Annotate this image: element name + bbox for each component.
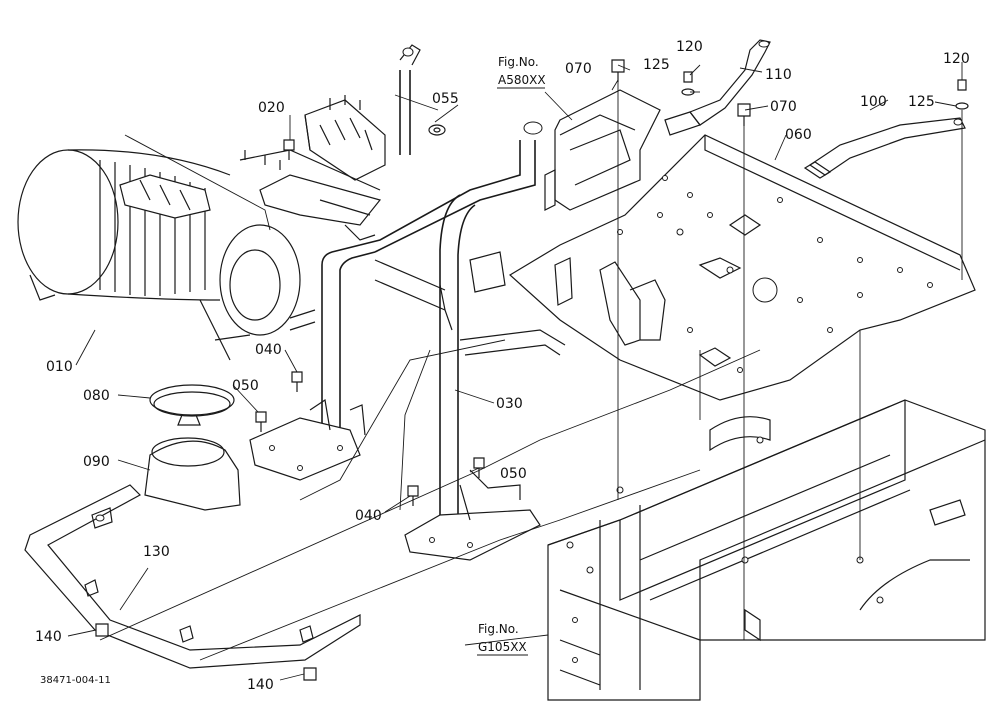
air-cleaner-010: [17, 149, 301, 361]
mount-bracket: [239, 95, 386, 241]
label-060: 060: [785, 127, 812, 143]
cover-130: [24, 484, 361, 669]
fig-ref-a580-line1: Fig.No.: [498, 55, 539, 69]
label-125-left: 125: [643, 57, 670, 73]
stay-110: [664, 39, 771, 136]
hose-090: [144, 437, 241, 511]
part-labels: 010 020 030 040 040 050 050 055 060 070 …: [35, 39, 970, 693]
stay-100: [803, 117, 966, 179]
label-055: 055: [432, 91, 459, 107]
label-110: 110: [765, 67, 792, 83]
label-010: 010: [46, 359, 73, 375]
leader-lines: [67, 62, 963, 681]
drawing-number: 38471-004-11: [40, 675, 111, 686]
tractor-frame: [547, 399, 986, 701]
fig-ref-g105-line1: Fig.No.: [478, 622, 519, 636]
floor-plate-060: [508, 134, 976, 401]
fig-ref-g105-line2: G105XX: [478, 640, 527, 654]
hose-clamp-080: [149, 384, 235, 426]
foot-plates: [249, 398, 541, 561]
label-020: 020: [258, 100, 285, 116]
label-140-right: 140: [247, 677, 274, 693]
label-140-left: 140: [35, 629, 62, 645]
label-090: 090: [83, 454, 110, 470]
frame-030: [289, 44, 566, 525]
label-070-left: 070: [565, 61, 592, 77]
label-120-left: 120: [676, 39, 703, 55]
label-080: 080: [83, 388, 110, 404]
fasteners: [95, 124, 485, 681]
bolts-top: [611, 59, 969, 126]
label-040-lower: 040: [355, 508, 382, 524]
fig-ref-a580-line2: A580XX: [498, 73, 546, 87]
label-050-left: 050: [232, 378, 259, 394]
label-100: 100: [860, 94, 887, 110]
label-040-upper: 040: [255, 342, 282, 358]
label-050-right: 050: [500, 466, 527, 482]
label-120-right: 120: [943, 51, 970, 67]
label-030: 030: [496, 396, 523, 412]
fig-ref-g105[interactable]: Fig.No. G105XX: [477, 622, 528, 656]
fig-ref-a580[interactable]: Fig.No. A580XX: [497, 55, 546, 89]
label-070-right: 070: [770, 99, 797, 115]
label-125-right: 125: [908, 94, 935, 110]
bracket-upper: [544, 89, 661, 211]
label-130: 130: [143, 544, 170, 560]
